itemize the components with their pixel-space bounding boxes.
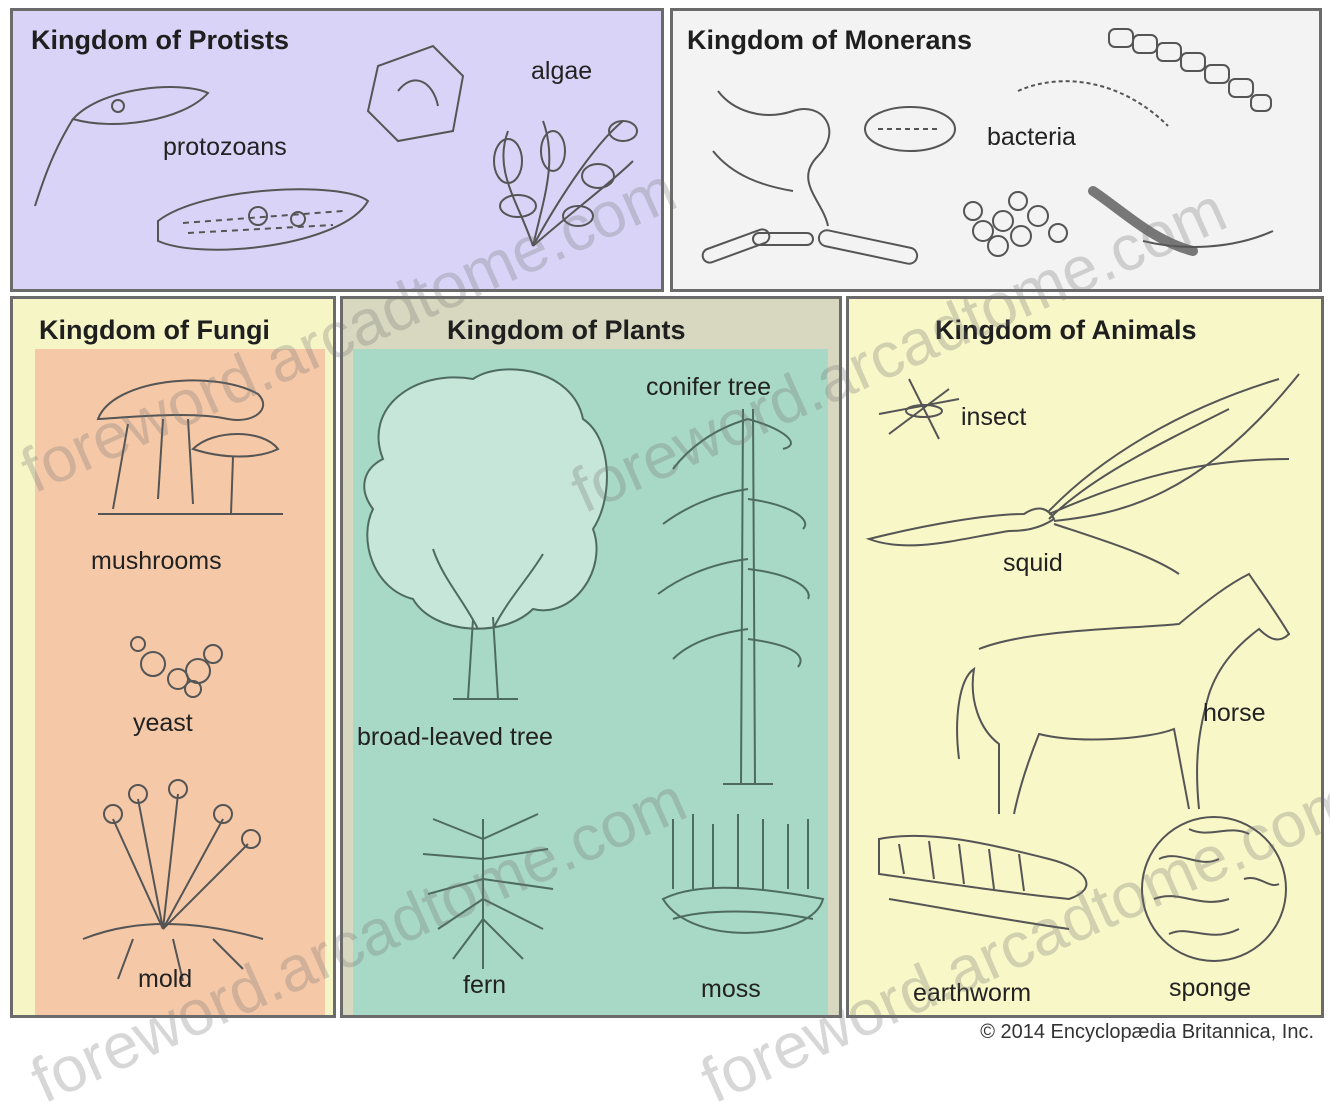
plants-title: Kingdom of Plants [447,315,686,346]
conifer-tree-label: conifer tree [646,373,771,402]
horse-label: horse [1203,699,1266,728]
protists-panel: Kingdom of Protists algae protozoans [10,8,664,292]
flagellum [35,119,73,206]
earthworm-shape [879,836,1086,929]
fungi-panel: Kingdom of Fungi mushrooms yeast mold [10,296,336,1018]
fern-shape [423,814,553,969]
animals-title: Kingdom of Animals [935,315,1197,346]
protists-title: Kingdom of Protists [31,25,289,56]
protozoans-label: protozoans [163,133,287,162]
mold-label: mold [138,965,192,994]
algae-label: algae [531,57,592,86]
earthworm-label: earthworm [913,979,1031,1008]
monerans-panel: Kingdom of Monerans bacteria [670,8,1322,292]
insect-shape [879,379,959,439]
cocci-cluster [964,192,1067,256]
animals-illustration [849,299,1321,1015]
euglena-shape [73,87,208,124]
mushrooms-label: mushrooms [91,547,222,576]
insect-label: insect [961,403,1026,432]
mushroom-shapes [98,380,283,514]
monerans-title: Kingdom of Monerans [687,25,972,56]
fungi-title: Kingdom of Fungi [39,315,270,346]
animals-panel: Kingdom of Animals insect squid horse ea… [846,296,1324,1018]
plants-panel: Kingdom of Plants conifer tree broad-lea… [340,296,842,1018]
moss-label: moss [701,975,761,1004]
seaweed-shape [503,121,633,246]
conifer-tree-shape [658,409,809,784]
yeast-cells [131,637,222,697]
yeast-label: yeast [133,709,193,738]
broad-leaved-tree-label: broad-leaved tree [357,723,553,752]
bacteria-label: bacteria [987,123,1076,152]
diatom-shape [368,46,463,141]
moss-shape [663,814,823,933]
sponge-label: sponge [1169,974,1251,1003]
paramecium-shape [158,189,368,249]
fern-label: fern [463,971,506,1000]
horse-shape [957,574,1289,814]
plants-illustration [343,299,839,1015]
mold-shape [83,780,263,981]
squid-label: squid [1003,549,1063,578]
fungi-illustration [13,299,333,1015]
copyright-credit: © 2014 Encyclopædia Britannica, Inc. [980,1021,1314,1044]
broad-leaved-tree-shape [364,369,607,699]
sponge-shape [1142,817,1286,961]
